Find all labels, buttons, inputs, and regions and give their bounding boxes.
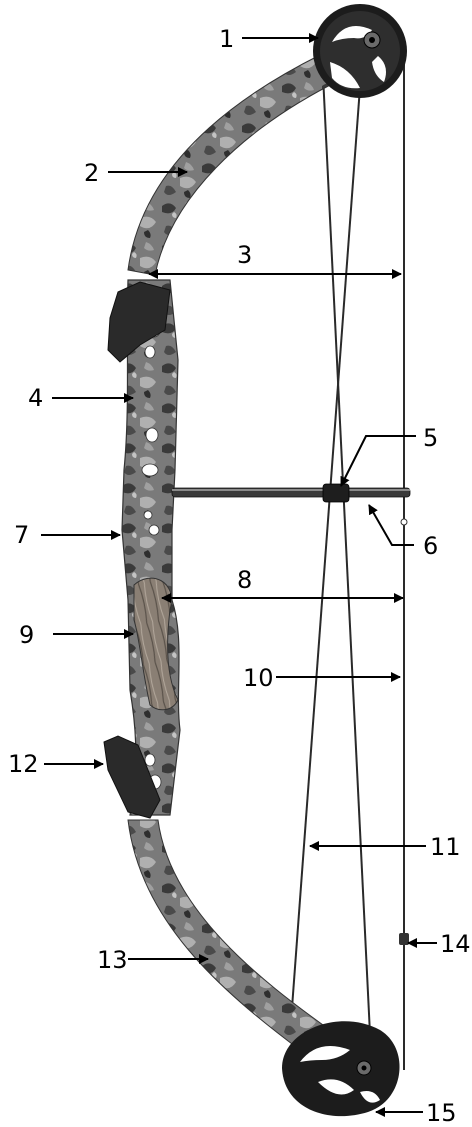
riser <box>122 280 180 815</box>
buss-cable-b <box>290 60 362 1035</box>
label-12: 12 <box>8 750 39 778</box>
label-6: 6 <box>423 532 438 560</box>
cable-slide <box>323 484 349 502</box>
cable-guard <box>172 484 410 502</box>
label-14: 14 <box>440 930 471 958</box>
label-11: 11 <box>430 833 461 861</box>
buss-cable-a <box>322 55 372 1075</box>
label-10: 10 <box>243 664 274 692</box>
upper-limb <box>128 55 340 275</box>
label-5: 5 <box>423 424 438 452</box>
label-13: 13 <box>97 946 128 974</box>
label-3: 3 <box>237 241 252 269</box>
label-4: 4 <box>28 384 43 412</box>
label-15: 15 <box>426 1099 457 1127</box>
string-stop <box>399 933 409 945</box>
cables <box>290 55 404 1075</box>
arrow-6 <box>369 505 414 545</box>
lower-limb <box>128 820 330 1050</box>
label-8: 8 <box>237 566 252 594</box>
label-2: 2 <box>84 159 99 187</box>
label-9: 9 <box>19 621 34 649</box>
nocking-point <box>401 519 407 525</box>
label-7: 7 <box>14 521 29 549</box>
top-cam <box>313 4 407 98</box>
label-1: 1 <box>219 25 234 53</box>
